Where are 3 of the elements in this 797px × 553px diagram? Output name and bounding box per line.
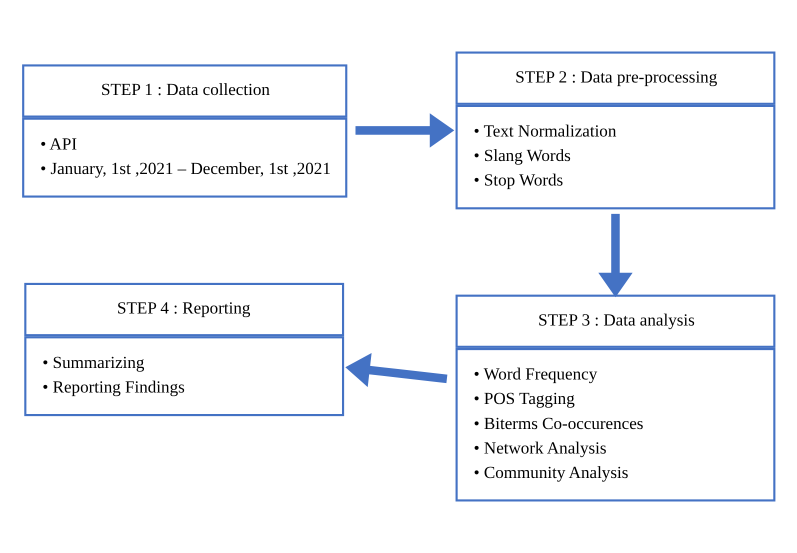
arrow: [598, 214, 633, 298]
arrow: [356, 113, 454, 148]
arrow: [345, 353, 448, 388]
